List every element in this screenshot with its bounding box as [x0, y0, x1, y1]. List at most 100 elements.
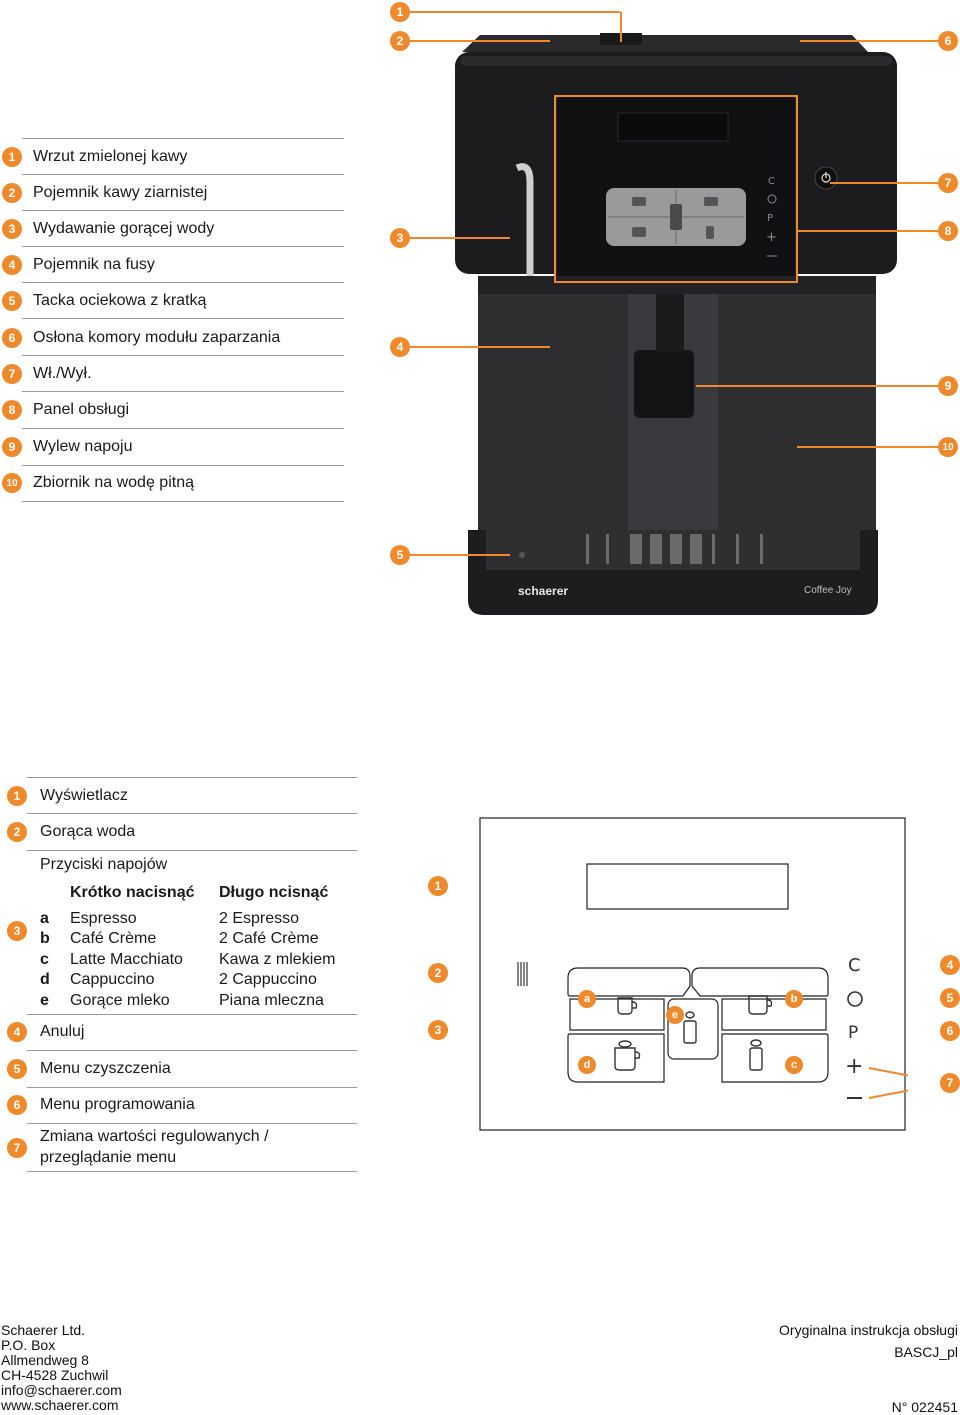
row-divider	[22, 282, 344, 283]
button-letter-badge: d	[578, 1056, 596, 1074]
legend-badge: 7	[7, 1138, 27, 1158]
panel-callout: 4	[940, 955, 960, 975]
cancel-icon: C	[848, 955, 861, 976]
drink-key: a	[40, 910, 49, 927]
callout-badge: 7	[938, 173, 958, 193]
part-label: Wrzut zmielonej kawy	[33, 148, 188, 165]
button-e	[667, 998, 719, 1060]
svg-text:+: +	[766, 230, 777, 245]
coffee-outlet	[634, 350, 694, 418]
legend-drink-buttons: Przyciski napojów	[40, 856, 168, 873]
espresso-cup-icon	[617, 997, 633, 1015]
panel-callout: 2	[428, 963, 448, 983]
drink-long: Piana mleczna	[219, 992, 324, 1009]
part-label: Pojemnik kawy ziarnistej	[33, 184, 208, 201]
legend-badge: 4	[7, 1022, 27, 1042]
drink-key: e	[40, 992, 49, 1009]
panel-outline	[479, 817, 906, 1131]
part-label: Tacka ociekowa z kratką	[33, 292, 207, 309]
part-label: Pojemnik na fusy	[33, 256, 155, 273]
hot-milk-glass-icon	[683, 1020, 697, 1044]
legend-badge: 3	[7, 921, 27, 941]
control-panel-diagram: C P +	[479, 817, 908, 1131]
part-label: Zbiornik na wodę pitną	[33, 474, 194, 491]
latte-glass-icon	[749, 1047, 763, 1071]
row-divider	[22, 210, 344, 211]
callout-badge: 6	[938, 31, 958, 51]
legend-display: Wyświetlacz	[40, 787, 128, 804]
button-b	[691, 967, 829, 997]
svg-text:C: C	[768, 176, 775, 187]
drink-long: Kawa z mlekiem	[219, 951, 336, 968]
row-divider	[22, 246, 344, 247]
panel-callout: 6	[940, 1021, 960, 1041]
callout-badge: 5	[390, 545, 410, 565]
part-label: Osłona komory modułu zaparzania	[33, 329, 281, 346]
programming-icon: P	[848, 1023, 858, 1043]
legend-adjust-line1: Zmiana wartości regulowanych /	[40, 1128, 269, 1145]
footer-email: info@schaerer.com	[1, 1382, 122, 1398]
legend-cancel: Anuluj	[40, 1023, 85, 1040]
button-letter-badge: a	[578, 990, 596, 1008]
panel-callout: 3	[428, 1020, 448, 1040]
legend-badge: 1	[7, 786, 27, 806]
legend-cleaning: Menu czyszczenia	[40, 1060, 171, 1077]
button-d	[567, 1033, 665, 1083]
row-divider	[22, 391, 344, 392]
cafe-creme-cup-icon	[748, 995, 768, 1015]
part-number-badge: 5	[2, 291, 22, 311]
part-label: Wydawanie gorącej wody	[33, 220, 215, 237]
row-divider	[22, 501, 344, 502]
brand-logo: schaerer	[518, 584, 568, 598]
footer-box: P.O. Box	[1, 1337, 56, 1353]
callout-badge: 9	[938, 376, 958, 396]
coffee-machine-illustration: C P + schaerer Coffee Joy	[455, 33, 897, 615]
drink-key: c	[40, 951, 49, 968]
footer-street: Allmendweg 8	[1, 1352, 89, 1368]
legend-badge: 2	[7, 822, 27, 842]
control-panel-highlight	[554, 95, 798, 283]
drink-short: Espresso	[70, 910, 137, 927]
hot-water-spout	[515, 163, 534, 290]
legend-badge: 6	[7, 1095, 27, 1115]
row-divider	[22, 138, 344, 139]
cappuccino-cup-icon	[614, 1047, 636, 1071]
footer-web: www.schaerer.com	[1, 1397, 119, 1413]
part-number-badge: 8	[2, 400, 22, 420]
short-press-header: Krótko nacisnąć	[70, 884, 195, 901]
row-divider	[22, 428, 344, 429]
footer-city: CH-4528 Zuchwil	[1, 1367, 109, 1383]
drink-long: 2 Espresso	[219, 910, 300, 927]
svg-text:P: P	[767, 213, 773, 224]
part-number-badge: 2	[2, 183, 22, 203]
legend-adjust-line2: przeglądanie menu	[40, 1149, 177, 1166]
callout-badge: 10	[938, 437, 958, 457]
part-label: Wł./Wył.	[33, 365, 92, 382]
part-label: Wylew napoju	[33, 438, 133, 455]
drink-short: Café Crème	[70, 930, 157, 947]
panel-callout: 7	[940, 1073, 960, 1093]
button-letter-badge: c	[785, 1056, 803, 1074]
cleaning-icon	[847, 991, 863, 1007]
part-number-badge: 3	[2, 219, 22, 239]
drink-short: Cappuccino	[70, 971, 155, 988]
row-divider	[22, 355, 344, 356]
machine-lid	[462, 35, 868, 52]
display-window	[617, 112, 729, 142]
drink-long: 2 Cappuccino	[219, 971, 317, 988]
row-divider	[22, 465, 344, 466]
panel-callout: 5	[940, 988, 960, 1008]
part-label: Panel obsługi	[33, 401, 130, 418]
callout-badge: 3	[390, 228, 410, 248]
row-divider	[22, 318, 344, 319]
callout-badge: 2	[390, 31, 410, 51]
callout-badge: 4	[390, 337, 410, 357]
part-number-badge: 4	[2, 255, 22, 275]
footer-company: Schaerer Ltd.	[1, 1322, 86, 1338]
button-c	[721, 1033, 829, 1083]
part-number-badge: 1	[2, 147, 22, 167]
footer-doc-number: N° 022451	[891, 1399, 958, 1415]
button-letter-badge: e	[666, 1006, 684, 1024]
footer-doc-code: BASCJ_pl	[894, 1344, 958, 1360]
long-press-header: Długo ncisnąć	[219, 884, 329, 901]
